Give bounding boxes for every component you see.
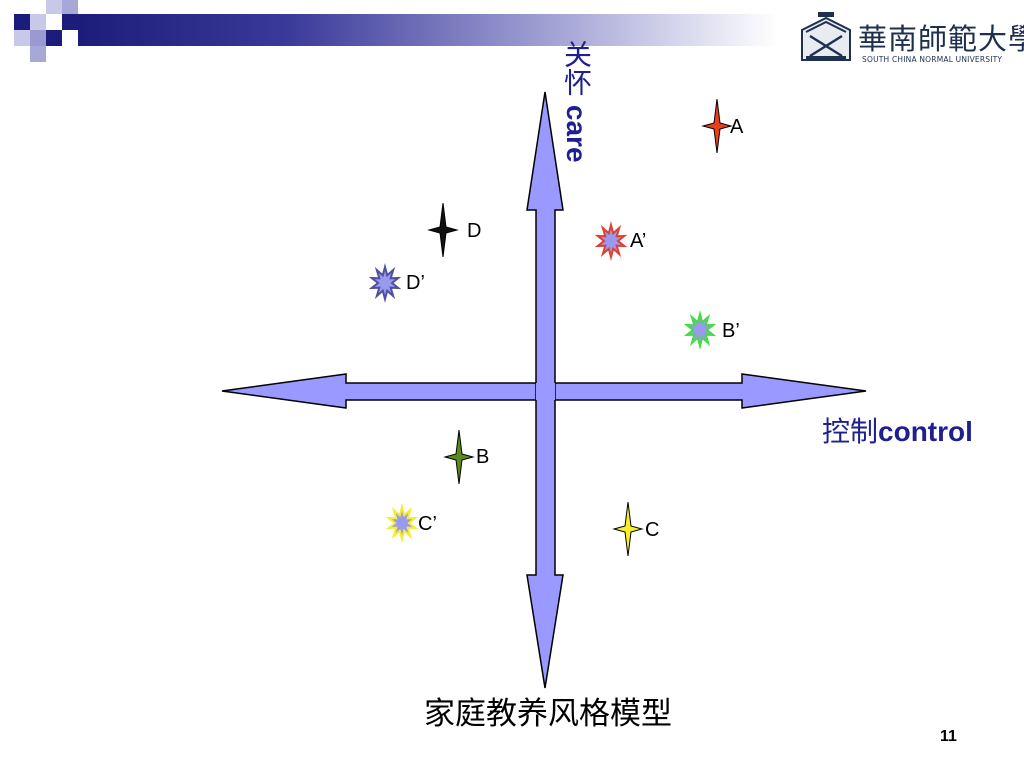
marker-b-star-icon [443,429,475,485]
control-label-zh: 控制 [822,415,879,448]
marker-a2-burst-icon [594,220,628,262]
point-label-a-prime: A’ [630,230,647,252]
page-number: 11 [940,728,957,745]
control-axis-label: 控制control [822,410,973,450]
marker-a-star-icon [701,98,733,154]
care-label-zh: 关怀 [560,40,593,96]
header-square [14,30,30,46]
header-square [62,0,78,14]
point-label-d-prime: D’ [406,272,425,294]
university-subtitle: SOUTH CHINA NORMAL UNIVERSITY [862,55,1003,64]
axis-center [536,383,555,400]
header-square [46,0,62,14]
slide-title: 家庭教养风格模型 [424,696,672,732]
marker-c-star-icon [612,501,644,557]
control-label-en: control [878,416,973,447]
point-label-d: D [467,220,482,242]
header-square [62,14,78,30]
header-square [14,14,30,30]
header-gradient-bar [78,14,778,46]
point-label-b-prime: B’ [722,320,740,342]
marker-b2-burst-icon [683,309,717,351]
header-square [46,30,62,46]
marker-d-star-icon [427,202,459,258]
header-square [30,46,46,62]
marker-c2-burst-icon [385,502,419,544]
care-axis-label: 关怀 care [560,40,593,163]
point-label-c: C [645,519,660,541]
point-label-c-prime: C’ [418,513,437,535]
header-square [30,30,46,46]
header-square [30,14,46,30]
care-label-en: care [561,104,592,163]
point-label-b: B [476,446,490,468]
marker-d2-burst-icon [368,262,402,304]
university-emblem [801,12,851,61]
university-name: 華南師範大學 [858,22,1024,56]
point-label-a: A [730,116,744,138]
